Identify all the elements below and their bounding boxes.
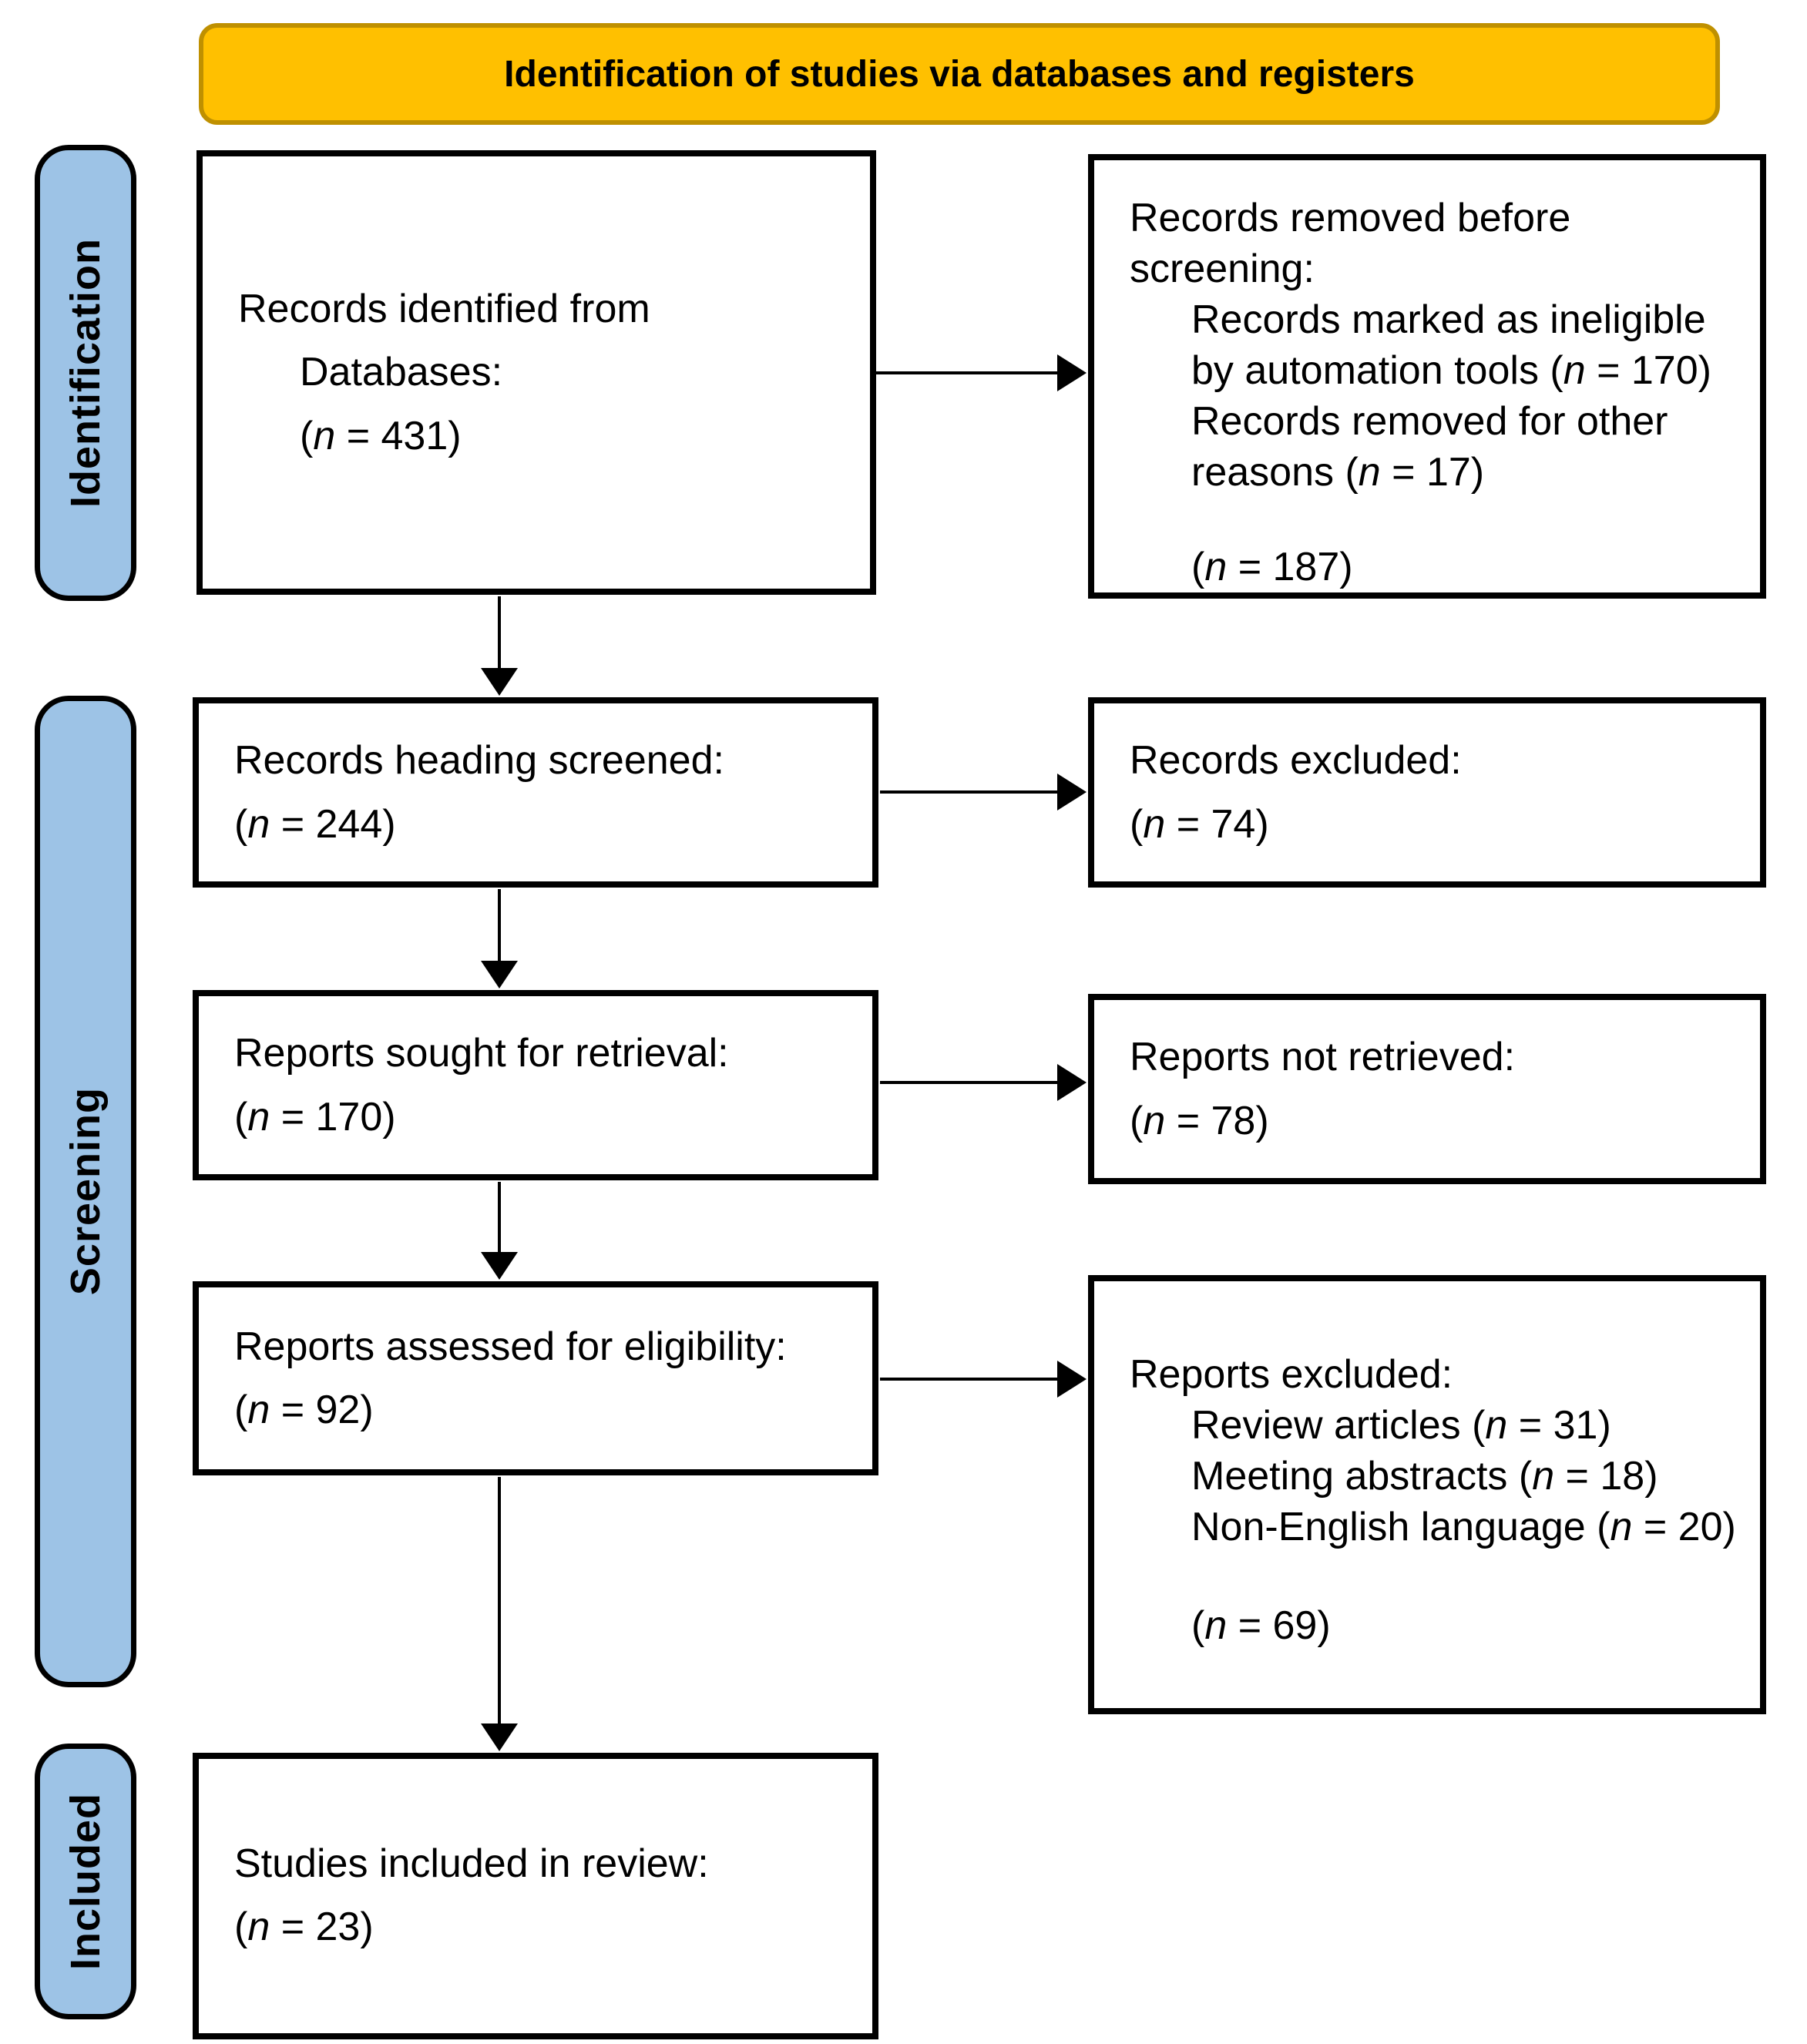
banner-title: Identification of studies via databases … [504,53,1415,95]
banner-identification-of-studies: Identification of studies via databases … [199,23,1720,125]
box-text-line: Databases: [300,350,503,395]
box-text-line: reasons (n = 17) [1191,450,1485,495]
blank-line [1130,1552,1752,1600]
stage-label-screening: Screening [35,696,136,1687]
box-records-removed-before-screening: Records removed before screening: Record… [1088,154,1766,599]
box-text-line: Records removed before [1130,196,1571,240]
box-text-line: (n = 244) [234,801,396,847]
box-text-line: (n = 187) [1191,544,1353,589]
box-text-line: (n = 170) [234,1094,396,1139]
box-text-line: (n = 431) [300,413,462,458]
arrow-identified-to-screened [481,596,518,696]
box-records-identified: Records identified from Databases: (n = … [196,150,876,595]
box-text-line: screening: [1130,247,1315,292]
box-text-line: Records excluded: [1130,738,1462,784]
box-text-line: (n = 23) [234,1905,374,1950]
stage-label-screening-text: Screening [62,1087,109,1296]
box-text-line: (n = 92) [234,1388,374,1432]
arrow-screened-to-excluded [880,774,1087,811]
stage-label-identification-text: Identification [62,238,109,508]
arrow-screened-to-sought [481,889,518,988]
box-reports-not-retrieved: Reports not retrieved: (n = 78) [1088,994,1766,1184]
box-text-line: Review articles (n = 31) [1191,1403,1611,1448]
stage-label-included: Included [35,1744,136,2019]
arrow-sought-to-assessed [481,1182,518,1280]
box-reports-assessed-for-eligibility: Reports assessed for eligibility: (n = 9… [193,1281,878,1475]
box-records-heading-screened: Records heading screened: (n = 244) [193,697,878,888]
box-text-line: Non-English language (n = 20) [1191,1505,1736,1550]
box-reports-excluded: Reports excluded: Review articles (n = 3… [1088,1275,1766,1714]
stage-label-identification: Identification [35,145,136,601]
box-records-excluded: Records excluded: (n = 74) [1088,697,1766,888]
arrow-assessed-to-included [481,1477,518,1751]
box-studies-included-in-review: Studies included in review: (n = 23) [193,1753,878,2039]
box-text-line: Reports not retrieved: [1130,1035,1516,1080]
arrow-assessed-to-reports-excluded [880,1361,1087,1398]
box-reports-sought-for-retrieval: Reports sought for retrieval: (n = 170) [193,990,878,1180]
box-text-line: Meeting abstracts (n = 18) [1191,1454,1658,1499]
arrow-identified-to-removed [876,354,1087,391]
stage-label-included-text: Included [62,1792,109,1970]
box-text-line: Reports assessed for eligibility: [234,1324,787,1369]
box-text-line: Reports excluded: [1130,1352,1453,1397]
box-text-line: Records heading screened: [234,738,724,784]
arrow-sought-to-not-retrieved [880,1064,1087,1101]
blank-line [1130,498,1752,542]
box-text-line: (n = 69) [1191,1603,1331,1649]
box-text-line: (n = 78) [1130,1098,1269,1143]
box-text-line: (n = 74) [1130,801,1269,847]
box-text-line: Studies included in review: [234,1841,709,1886]
box-text-line: Records identified from [238,287,650,332]
box-text-line: Records marked as ineligible [1191,297,1706,343]
box-text-line: Reports sought for retrieval: [234,1031,729,1076]
box-text-line: Records removed for other [1191,399,1668,445]
box-text-line: by automation tools (n = 170) [1191,348,1711,394]
